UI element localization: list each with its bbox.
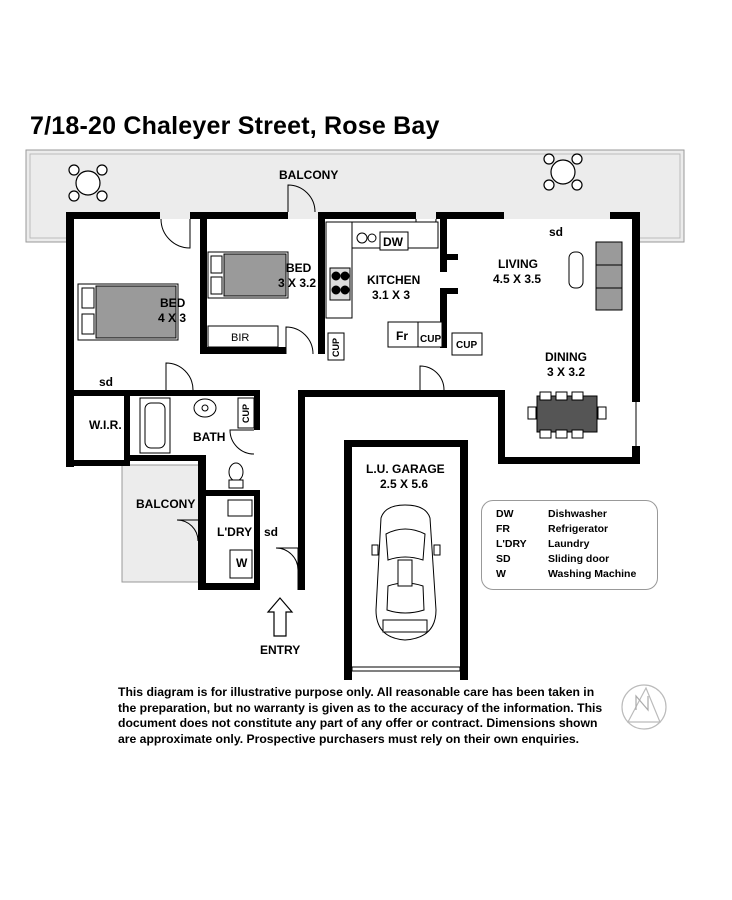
dining-table — [527, 391, 607, 439]
label-cup-hall: CUP — [331, 337, 341, 357]
legend-key: L'DRY — [496, 537, 527, 550]
label-cup-kitchen: CUP — [420, 334, 442, 345]
legend-row: L'DRY Laundry — [496, 536, 636, 551]
legend-table: DW Dishwasher FR Refrigerator L'DRY Laundry… — [496, 506, 636, 581]
label-living-name: LIVING — [498, 257, 539, 271]
kitchen-fixtures — [325, 221, 443, 348]
label-wir: W.I.R. — [89, 418, 122, 432]
legend-row: DW Dishwasher — [496, 506, 636, 521]
page-title: 7/18-20 Chaleyer Street, Rose Bay — [30, 112, 440, 140]
label-sd-ldry: sd — [264, 525, 279, 539]
balcony-side-area — [121, 464, 205, 583]
label-kitchen-name: KITCHEN — [367, 273, 421, 287]
outdoor-table-left — [68, 164, 108, 202]
legend-value: Laundry — [548, 537, 590, 550]
entry-arrow-icon — [266, 597, 294, 637]
legend-row: FR Refrigerator — [496, 521, 636, 536]
car-icon — [371, 504, 441, 641]
legend-box: DW Dishwasher FR Refrigerator L'DRY Laundry… — [481, 500, 658, 590]
label-dining-dims: 3 X 3.2 — [547, 365, 586, 379]
label-garage-name: L.U. GARAGE — [366, 462, 445, 476]
walls — [66, 212, 640, 680]
label-w: W — [236, 556, 248, 570]
legend-key: DW — [496, 507, 514, 520]
cup-hall-box — [327, 332, 345, 361]
label-garage-dims: 2.5 X 5.6 — [380, 477, 429, 491]
legend-value: Sliding door — [548, 552, 610, 565]
label-bed2-dims: 3 X 3.2 — [278, 276, 317, 290]
legend-key: FR — [496, 522, 510, 535]
bath-fixtures — [139, 397, 255, 489]
cup-living-box — [451, 332, 483, 356]
laundry-fixtures — [227, 499, 253, 579]
label-bed1-name: BED — [160, 296, 186, 310]
label-fr: Fr — [396, 329, 408, 343]
legend-key: SD — [496, 552, 511, 565]
label-entry: ENTRY — [260, 643, 301, 657]
label-balcony-side: BALCONY — [136, 497, 196, 511]
north-arrow-icon — [621, 684, 667, 730]
label-ldry: L'DRY — [217, 525, 253, 539]
label-living-dims: 4.5 X 3.5 — [493, 272, 542, 286]
outdoor-table-right — [543, 153, 583, 191]
label-bir: BIR — [231, 332, 250, 344]
living-furniture — [568, 241, 623, 311]
doors — [160, 184, 445, 571]
label-kitchen-dims: 3.1 X 3 — [372, 288, 411, 302]
label-sd-bed: sd — [99, 375, 114, 389]
legend-row: W Washing Machine — [496, 566, 636, 581]
legend-row: SD Sliding door — [496, 551, 636, 566]
label-sd-living: sd — [549, 225, 564, 239]
label-balcony-top: BALCONY — [279, 168, 339, 182]
bed-2 — [207, 251, 289, 299]
bed-1 — [77, 283, 179, 341]
label-cup-living: CUP — [456, 340, 478, 351]
legend-value: Washing Machine — [548, 567, 637, 580]
label-cup-bath: CUP — [241, 403, 251, 423]
legend-value: Dishwasher — [548, 507, 607, 520]
label-dining-name: DINING — [545, 350, 587, 364]
label-bed2-name: BED — [286, 261, 312, 275]
legend-key: W — [496, 567, 506, 580]
label-dw: DW — [383, 235, 403, 249]
label-bed1-dims: 4 X 3 — [158, 311, 187, 325]
disclaimer-text: This diagram is for illustrative purpose… — [118, 685, 603, 746]
legend-value: Refrigerator — [548, 522, 609, 535]
label-bath: BATH — [193, 430, 226, 444]
